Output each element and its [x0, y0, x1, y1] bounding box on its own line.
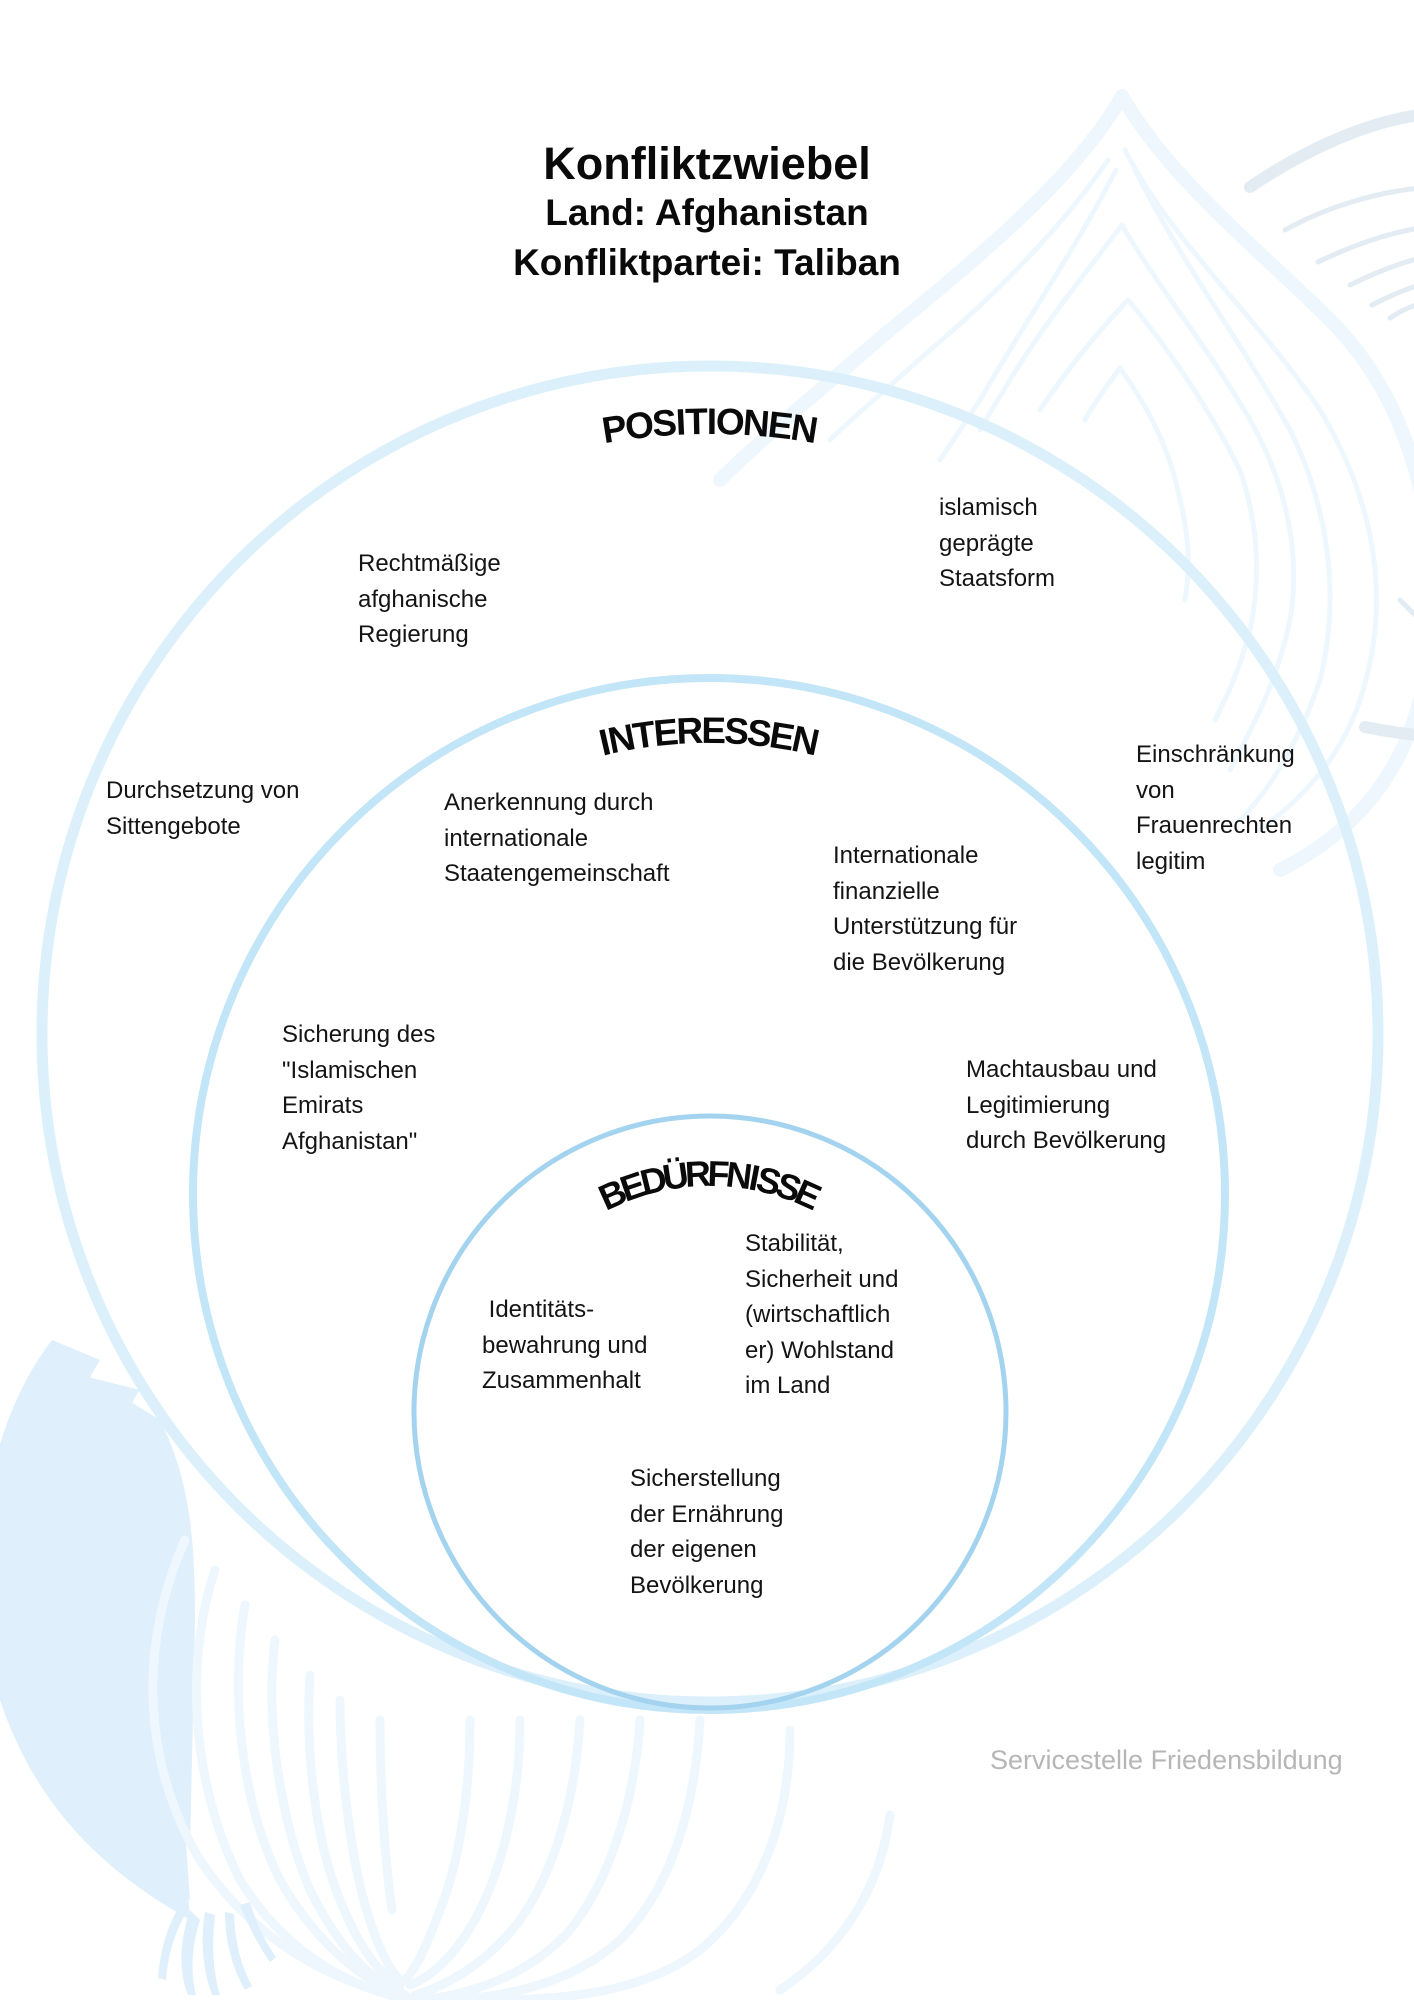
position-item: Einschränkung von Frauenrechten legitim: [1136, 741, 1295, 875]
ring-label-positionen: POSITIONEN: [599, 401, 821, 451]
footer-credit: Servicestelle Friedensbildung: [990, 1745, 1343, 1775]
ring-beduerfnisse: [411, 1113, 1009, 1711]
interest-item: Anerkennung durch internationale Staaten…: [444, 789, 670, 887]
position-item: islamisch geprägte Staatsform: [939, 494, 1056, 592]
ring-label-interessen-text: INTERESSEN: [595, 710, 823, 764]
ring-positionen: [36, 360, 1384, 1708]
position-item: Durchsetzung von Sittengebote: [106, 777, 300, 840]
interest-item: Sicherung des "Islamischen Emirats Afgha…: [282, 1021, 436, 1155]
interest-item: Machtausbau und Legitimierung durch Bevö…: [966, 1056, 1167, 1154]
ring-label-beduerfnisse: BEDÜRFNISSE: [592, 1153, 827, 1219]
onion-bulb-icon: [0, 1340, 895, 2000]
interest-item: Internationale finanzielle Unterstützung…: [833, 842, 1018, 976]
need-item: Stabilität, Sicherheit und (wirtschaftli…: [745, 1230, 899, 1399]
country-line: Land: Afghanistan: [545, 192, 869, 233]
onion-top-icon: [713, 89, 1414, 877]
page-header: Konfliktzwiebel Land: Afghanistan Konfli…: [0, 138, 1414, 288]
position-item: Rechtmäßige afghanische Regierung: [358, 550, 501, 648]
page-title: Konfliktzwiebel: [543, 138, 871, 189]
need-item: Sicherstellung der Ernährung der eigenen…: [630, 1465, 784, 1599]
ring-label-positionen-text: POSITIONEN: [599, 401, 821, 451]
need-item: Identitäts- bewahrung und Zusammenhalt: [482, 1296, 648, 1394]
conflict-party-line: Konfliktpartei: Taliban: [513, 242, 901, 283]
ring-label-interessen: INTERESSEN: [595, 710, 823, 764]
ring-label-beduerfnisse-text: BEDÜRFNISSE: [592, 1153, 827, 1219]
